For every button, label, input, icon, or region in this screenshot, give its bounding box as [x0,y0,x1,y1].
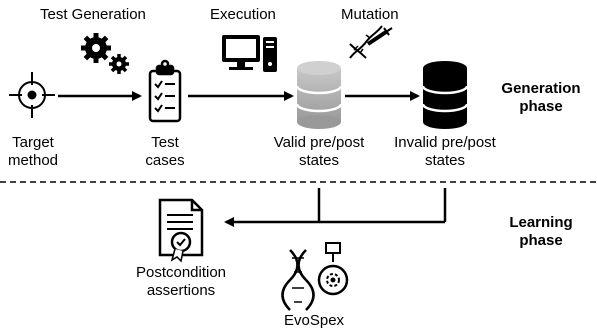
invalid-states-label: Invalid pre/post states [384,134,506,170]
certificate-icon [158,198,204,263]
test-cases-line1: Test [151,134,179,151]
generation-phase-line2: phase [519,98,563,115]
clipboard-checklist-icon [148,59,182,123]
valid-states-database-icon [295,61,343,129]
learning-phase-label: Learning phase [495,214,587,250]
postcondition-line2: assertions [146,282,216,299]
target-method-line2: method [7,152,59,169]
generation-phase-label: Generation phase [495,80,587,116]
dna-syringe-icon [349,25,393,59]
generation-phase-line1: Generation [501,80,581,97]
target-method-label: Target method [6,134,60,170]
valid-states-label: Valid pre/post states [264,134,374,170]
postcondition-line1: Postcondition [135,264,227,281]
step-execution-label: Execution [210,6,276,23]
invalid-states-line2: states [424,152,466,169]
evospex-label: EvoSpex [284,312,345,329]
learning-phase-line1: Learning [509,214,573,231]
valid-states-line1: Valid pre/post [273,134,365,151]
target-method-line1: Target [12,134,54,151]
dna-gear-icon [281,242,349,311]
test-cases-line2: cases [145,152,185,169]
valid-states-line2: states [298,152,340,169]
invalid-states-line1: Invalid pre/post [394,134,496,151]
invalid-states-database-icon [421,61,469,129]
step-test-generation-label: Test Generation [40,6,146,23]
computer-icon [222,35,277,72]
test-cases-label: Test cases [140,134,190,170]
crosshair-icon [9,72,55,118]
gears-icon [81,33,129,74]
step-mutation-label: Mutation [341,6,399,23]
postcondition-label: Postcondition assertions [126,264,236,300]
learning-phase-line2: phase [519,232,563,249]
